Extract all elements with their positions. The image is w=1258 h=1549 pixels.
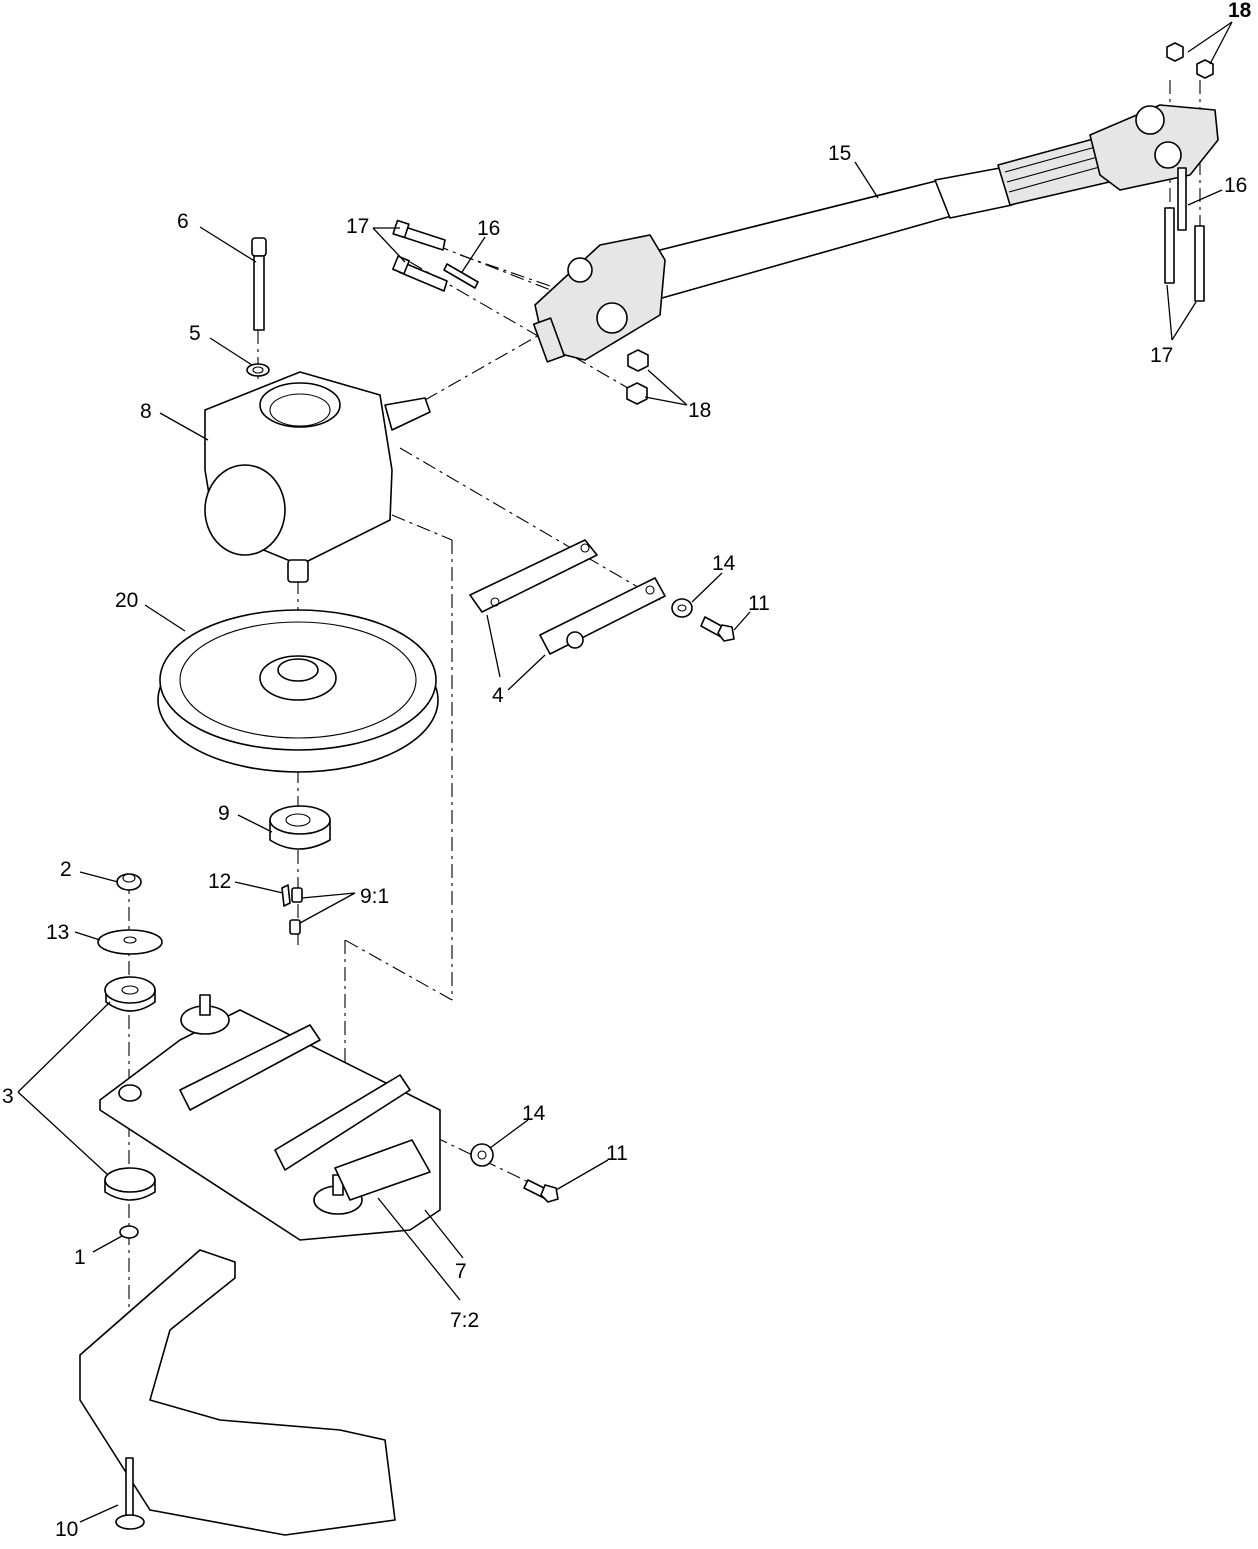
callout-16-left: 16 — [477, 217, 500, 240]
lower-hardware — [470, 1143, 559, 1203]
callout-2: 2 — [60, 858, 72, 881]
callout-15: 15 — [828, 142, 851, 165]
nuts-18-left — [626, 349, 649, 405]
callout-10: 10 — [55, 1518, 78, 1541]
callout-17-left: 17 — [346, 215, 369, 238]
callout-7: 7 — [455, 1260, 467, 1283]
leader-lines — [17, 21, 1233, 1523]
callout-14-upper: 14 — [712, 552, 736, 575]
callout-7-2: 7:2 — [450, 1309, 479, 1332]
pulley — [157, 609, 439, 773]
callout-11-lower: 11 — [606, 1142, 628, 1165]
callout-16-right: 16 — [1224, 174, 1247, 197]
callout-13: 13 — [46, 921, 69, 944]
callout-6: 6 — [177, 210, 189, 233]
mount-plate — [99, 994, 441, 1241]
callout-9: 9 — [218, 802, 230, 825]
bolts-17-left — [392, 219, 479, 292]
callout-4: 4 — [492, 684, 504, 707]
mount-hardware — [97, 873, 163, 1239]
callout-1: 1 — [74, 1246, 86, 1269]
callout-20: 20 — [115, 589, 138, 612]
links — [469, 539, 735, 655]
base-casting — [79, 1249, 396, 1536]
callout-5: 5 — [189, 322, 201, 345]
drive-shaft — [532, 104, 1219, 363]
callout-8: 8 — [140, 400, 152, 423]
gearbox — [204, 237, 431, 583]
callout-17-right: 17 — [1150, 344, 1173, 367]
callout-11-upper: 11 — [748, 592, 770, 615]
callout-12: 12 — [208, 870, 231, 893]
callout-9-1: 9:1 — [360, 885, 389, 908]
hardware-right — [1164, 42, 1214, 302]
callout-18-top-right: 18 — [1228, 0, 1252, 22]
callout-14-lower: 14 — [522, 1102, 546, 1125]
bushing — [269, 805, 331, 935]
callout-18-left: 18 — [688, 399, 711, 422]
callout-3: 3 — [2, 1085, 14, 1108]
